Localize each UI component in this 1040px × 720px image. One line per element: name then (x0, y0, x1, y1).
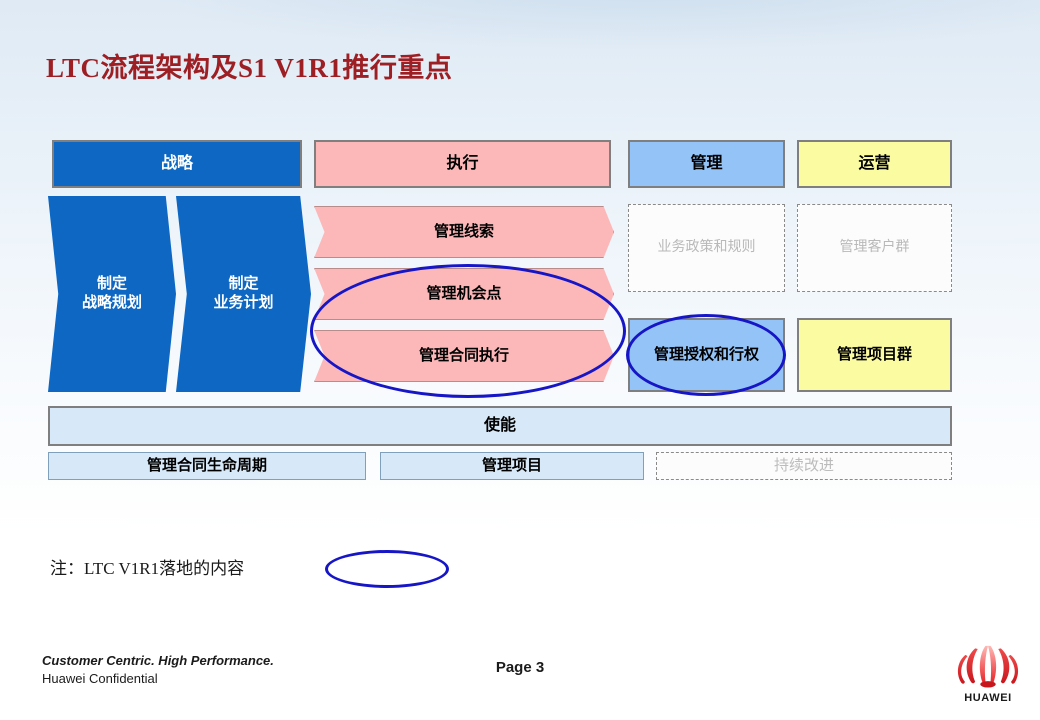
enable-item-contract-lifecycle[interactable]: 管理合同生命周期 (48, 452, 366, 480)
manage-cell-authorization[interactable]: 管理授权和行权 (628, 318, 785, 392)
enable-item-continuous-improvement-label: 持续改进 (773, 457, 834, 474)
execution-row-manage-contract-execution[interactable]: 管理合同执行 (314, 330, 614, 382)
legend-ellipse-sample (325, 550, 449, 588)
header-strategy-label: 战略 (160, 155, 193, 172)
enable-band[interactable]: 使能 (48, 406, 952, 446)
page-title: LTC流程架构及S1 V1R1推行重点 (46, 53, 453, 83)
manage-cell-authorization-label: 管理授权和行权 (653, 345, 759, 363)
strategy-chevron-business-plan-line2: 业务计划 (213, 294, 274, 311)
execution-row-manage-leads[interactable]: 管理线索 (314, 206, 614, 258)
footer-tagline-line2: Huawei Confidential (42, 670, 158, 686)
strategy-chevron-planning[interactable]: 制定 战略规划 (48, 196, 176, 392)
strategy-chevron-planning-line2: 战略规划 (81, 294, 142, 311)
header-operate-label: 运营 (858, 155, 891, 172)
header-execution[interactable]: 执行 (314, 140, 611, 188)
enable-item-contract-lifecycle-label: 管理合同生命周期 (146, 456, 267, 474)
page-number: Page 3 (495, 659, 545, 676)
strategy-chevron-business-plan[interactable]: 制定 业务计划 (176, 196, 311, 392)
huawei-flower-icon (957, 645, 1019, 688)
enable-band-label: 使能 (483, 417, 516, 434)
header-execution-label: 执行 (446, 155, 479, 172)
header-strategy[interactable]: 战略 (52, 140, 302, 188)
execution-row-manage-leads-label: 管理线索 (433, 222, 494, 240)
execution-row-manage-opportunities-label: 管理机会点 (426, 284, 502, 302)
operate-cell-program-management[interactable]: 管理项目群 (797, 318, 952, 392)
strategy-chevron-business-plan-line1: 制定 (228, 275, 259, 293)
operate-cell-program-management-label: 管理项目群 (836, 345, 912, 363)
footer-tagline-line1: Customer Centric. High Performance. (42, 653, 274, 668)
operate-placeholder-customer-base-label: 管理客户群 (839, 240, 910, 256)
execution-row-manage-contract-execution-label: 管理合同执行 (418, 346, 509, 364)
huawei-logo: HUAWEI (954, 642, 1022, 704)
execution-row-manage-opportunities[interactable]: 管理机会点 (314, 268, 614, 320)
footer-tagline: Customer Centric. High Performance. Huaw… (42, 652, 274, 687)
enable-item-continuous-improvement[interactable]: 持续改进 (656, 452, 952, 480)
legend-note: 注：LTC V1R1落地的内容 (50, 559, 245, 578)
operate-placeholder-customer-base[interactable]: 管理客户群 (797, 204, 952, 292)
header-operate[interactable]: 运营 (797, 140, 952, 188)
strategy-chevron-planning-line1: 制定 (96, 275, 127, 293)
manage-placeholder-business-policy-label: 业务政策和规则 (657, 240, 756, 256)
enable-item-manage-projects[interactable]: 管理项目 (380, 452, 644, 480)
header-manage[interactable]: 管理 (628, 140, 785, 188)
enable-item-manage-projects-label: 管理项目 (481, 456, 542, 474)
header-manage-label: 管理 (690, 155, 723, 172)
huawei-wordmark: HUAWEI (964, 692, 1012, 704)
manage-placeholder-business-policy[interactable]: 业务政策和规则 (628, 204, 785, 292)
